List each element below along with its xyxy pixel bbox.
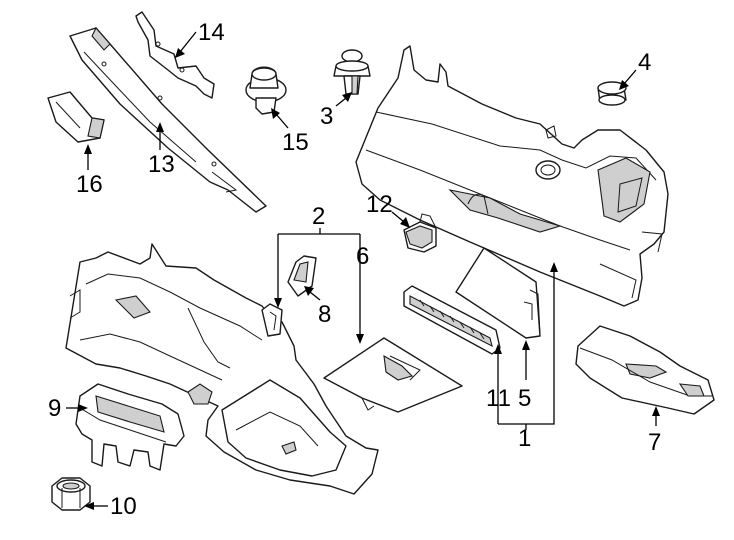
part-10-nut: [51, 477, 91, 511]
part-1-rear-trim-panel: [355, 45, 669, 307]
callout-16: 16: [76, 171, 103, 198]
part-4-plug: [597, 81, 627, 106]
callout-6: 6: [356, 243, 369, 270]
callout-7: 7: [648, 429, 661, 456]
part-6-floor-cover: [323, 337, 463, 413]
part-16-end-cap: [47, 91, 105, 143]
callout-2: 2: [312, 203, 325, 230]
callout-4: 4: [638, 49, 651, 76]
callout-14: 14: [198, 19, 225, 46]
callout-5: 5: [518, 385, 531, 412]
callout-3: 3: [320, 103, 333, 130]
leader-lines: [66, 31, 660, 510]
callout-12: 12: [366, 191, 393, 218]
callout-15: 15: [282, 129, 309, 156]
callout-10: 10: [110, 493, 137, 520]
part-14-bracket: [135, 11, 215, 99]
part-3-clip: [333, 49, 371, 95]
callout-8: 8: [318, 301, 331, 328]
part-12-clip: [403, 213, 437, 253]
callout-13: 13: [148, 151, 175, 178]
part-2-side-trim-panel: [65, 243, 379, 495]
callout-labels: 16 13 14 15 3 4 12 2 6 8 11 5 1 7 9 10: [48, 19, 661, 520]
callout-1: 1: [518, 425, 531, 452]
part-7-tray: [575, 325, 715, 415]
part-15-push-pin: [245, 66, 287, 115]
part-9-bracket: [75, 383, 185, 471]
part-11-grille-strip: [403, 285, 501, 355]
callout-11: 11: [486, 385, 511, 412]
callout-9: 9: [48, 395, 61, 422]
part-5-cover-panel: [455, 247, 541, 339]
part-8-hook: [287, 255, 317, 297]
part-13-sill-trim: [69, 27, 267, 213]
